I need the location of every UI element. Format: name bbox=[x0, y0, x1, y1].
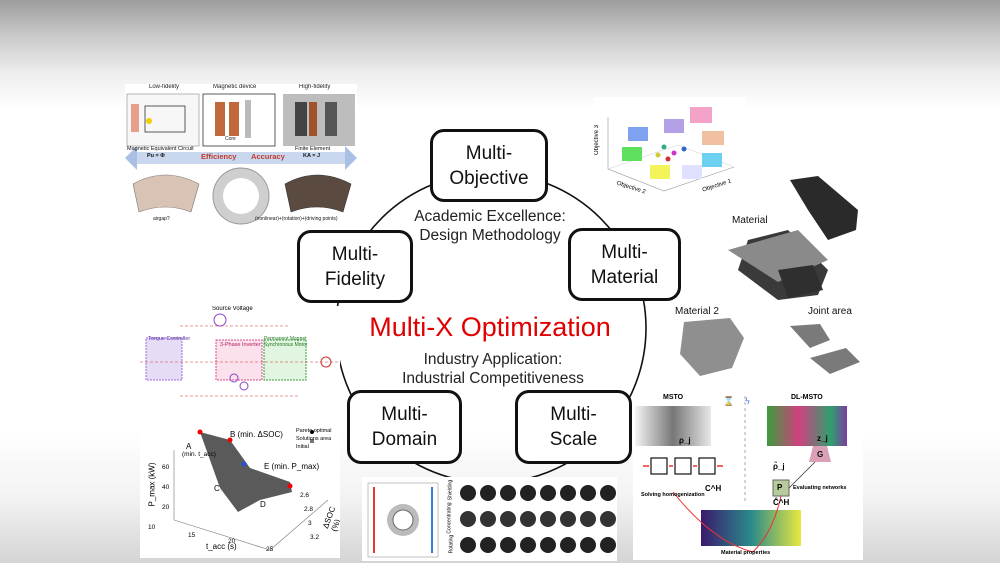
z-tick-10: 10 bbox=[148, 524, 156, 531]
x-tick-20: 20 bbox=[228, 538, 236, 545]
fid-core-label: Core bbox=[225, 136, 236, 142]
x-tick-25: 25 bbox=[266, 546, 274, 553]
micro-row-concentrating: Concentrating bbox=[446, 502, 453, 534]
node-fidelity-line1: Multi- bbox=[331, 243, 379, 265]
node-scale-line2: Scale bbox=[549, 429, 598, 450]
g-label: G bbox=[817, 450, 824, 459]
fid-device-label: Magnetic device bbox=[213, 84, 257, 90]
point-b: B (min. ΔSOC) bbox=[230, 430, 283, 439]
homog-label: Solving homogenization bbox=[641, 492, 705, 498]
industry-text: Industry Application: Industrial Competi… bbox=[378, 350, 608, 388]
micro-row-shielding: Shielding bbox=[447, 479, 454, 501]
circuit-diagram bbox=[140, 313, 340, 397]
node-domain-line1: Multi- bbox=[381, 404, 428, 425]
node-objective-line2: Objective bbox=[449, 167, 529, 189]
svg-text:⌛: ⌛ bbox=[723, 395, 734, 406]
matprops-label: Material properties bbox=[721, 550, 771, 556]
node-objective-line1: Multi- bbox=[465, 142, 513, 164]
msto-label: MSTO bbox=[663, 394, 684, 401]
node-fidelity-line2: Fidelity bbox=[324, 268, 386, 290]
point-d: D bbox=[260, 500, 266, 509]
legend-solutions: Solutions area bbox=[296, 436, 332, 442]
academic-line2: Design Methodology bbox=[419, 227, 561, 244]
academic-line1: Academic Excellence: bbox=[414, 208, 566, 225]
point-e: E (min. P_max) bbox=[264, 462, 320, 471]
circuit-torque-controller: Torque Controller bbox=[148, 336, 191, 342]
fid-mec-label: Magnetic Equivalent Circuit bbox=[127, 146, 194, 152]
ch-hat-label: Ĉ^H bbox=[773, 498, 790, 507]
rho-hat-label: ρ̃_j bbox=[773, 462, 785, 471]
fid-mec-eq: Pu = Φ bbox=[147, 153, 165, 159]
circuit-inverter: 3-Phase Inverter bbox=[220, 342, 261, 348]
micro-row-rotating: Rotating bbox=[448, 534, 455, 554]
material-parts bbox=[680, 318, 860, 376]
z-tick-60: 60 bbox=[162, 464, 170, 471]
obj-axis3: Objective 3 bbox=[594, 124, 601, 156]
node-multi-domain: Multi- Domain bbox=[347, 390, 462, 464]
legend-pareto: Pareto optimal bbox=[296, 428, 332, 434]
center-title: Multi-X Optimization bbox=[369, 312, 611, 342]
z-tick-40: 40 bbox=[162, 484, 170, 491]
pareto-plot bbox=[173, 429, 329, 551]
node-material-line2: Material bbox=[590, 266, 659, 288]
node-multi-objective: Multi- Objective bbox=[430, 129, 548, 202]
fidelity-illustration bbox=[125, 93, 357, 225]
fidelity-panel: Low-fidelity Magnetic device High-fideli… bbox=[125, 84, 357, 227]
material-2-label: Material 2 bbox=[675, 306, 719, 317]
fid-efficiency: Efficiency bbox=[201, 152, 237, 161]
fid-airgap: airgap? bbox=[153, 216, 170, 222]
material-3d-part bbox=[728, 176, 858, 300]
node-scale-line1: Multi- bbox=[550, 404, 597, 425]
objective-panel: Objective 3 Objective 2 Objective 1 bbox=[594, 97, 746, 201]
point-a-sub: (min. t_acc) bbox=[182, 451, 216, 458]
joint-area-label: Joint area bbox=[808, 306, 852, 317]
y-tick-3: 3 bbox=[308, 520, 312, 527]
node-multi-material: Multi- Material bbox=[568, 228, 681, 301]
node-material-line1: Multi- bbox=[601, 241, 648, 263]
node-multi-scale: Multi- Scale bbox=[515, 390, 632, 464]
objective-scatter bbox=[607, 107, 735, 192]
rho-label: ρ_j bbox=[679, 436, 691, 445]
industry-line2: Industrial Competitiveness bbox=[402, 370, 584, 387]
fid-nonlinear: (nonlinear)+(rotation)+(driving points) bbox=[255, 216, 338, 222]
ch-label: C^H bbox=[705, 484, 722, 493]
domain-pareto-panel: Pareto optimal Solutions area Initial A … bbox=[140, 420, 340, 558]
y-tick-28: 2.8 bbox=[304, 506, 314, 513]
node-domain-line2: Domain bbox=[371, 429, 438, 450]
point-c: C bbox=[214, 484, 220, 493]
academic-text: Academic Excellence: Design Methodology bbox=[395, 207, 585, 245]
circuit-source-voltage: Source Voltage bbox=[212, 306, 253, 312]
micro-structures bbox=[367, 482, 616, 558]
scale-panel: ⌛ ϟ MSTO DL-MSTO ρ_j z_j G ρ̃_j P C^H Ĉ^… bbox=[633, 392, 863, 560]
fid-high-label: High-fidelity bbox=[299, 84, 331, 90]
fid-fe-eq: KA = J bbox=[303, 153, 321, 159]
z-axis-label: P_max (kW) bbox=[147, 462, 157, 507]
p-label: P bbox=[777, 483, 783, 492]
material-1-label: Material bbox=[732, 215, 768, 226]
fid-accuracy: Accuracy bbox=[251, 152, 285, 161]
fid-fe-label: Finite Element bbox=[295, 146, 331, 152]
industry-line1: Industry Application: bbox=[423, 351, 563, 368]
y-tick-26: 2.6 bbox=[300, 492, 310, 499]
scale-diagram: ⌛ ϟ bbox=[635, 395, 847, 553]
z-label: z_j bbox=[817, 434, 828, 443]
node-multi-fidelity: Multi- Fidelity bbox=[297, 230, 413, 303]
z-tick-20: 20 bbox=[162, 504, 170, 511]
x-axis-label: t_acc (s) bbox=[206, 542, 237, 551]
eval-label: Evaluating networks bbox=[793, 485, 847, 491]
y-tick-32: 3.2 bbox=[310, 534, 320, 541]
x-tick-15: 15 bbox=[188, 532, 196, 539]
micro-panel: Shielding Concentrating Rotating bbox=[362, 477, 617, 561]
fid-low-label: Low-fidelity bbox=[149, 84, 180, 90]
point-a: A bbox=[186, 442, 192, 451]
legend-initial: Initial bbox=[296, 444, 309, 450]
svg-text:ϟ: ϟ bbox=[745, 396, 750, 406]
material-1-text: Material bbox=[732, 215, 768, 226]
domain-circuit-panel: Source Voltage Torque Controller 3-Phase… bbox=[140, 306, 340, 416]
dlmsto-label: DL-MSTO bbox=[791, 394, 823, 401]
circuit-motor: Permanent Magnet Synchronous Motor bbox=[264, 336, 308, 348]
